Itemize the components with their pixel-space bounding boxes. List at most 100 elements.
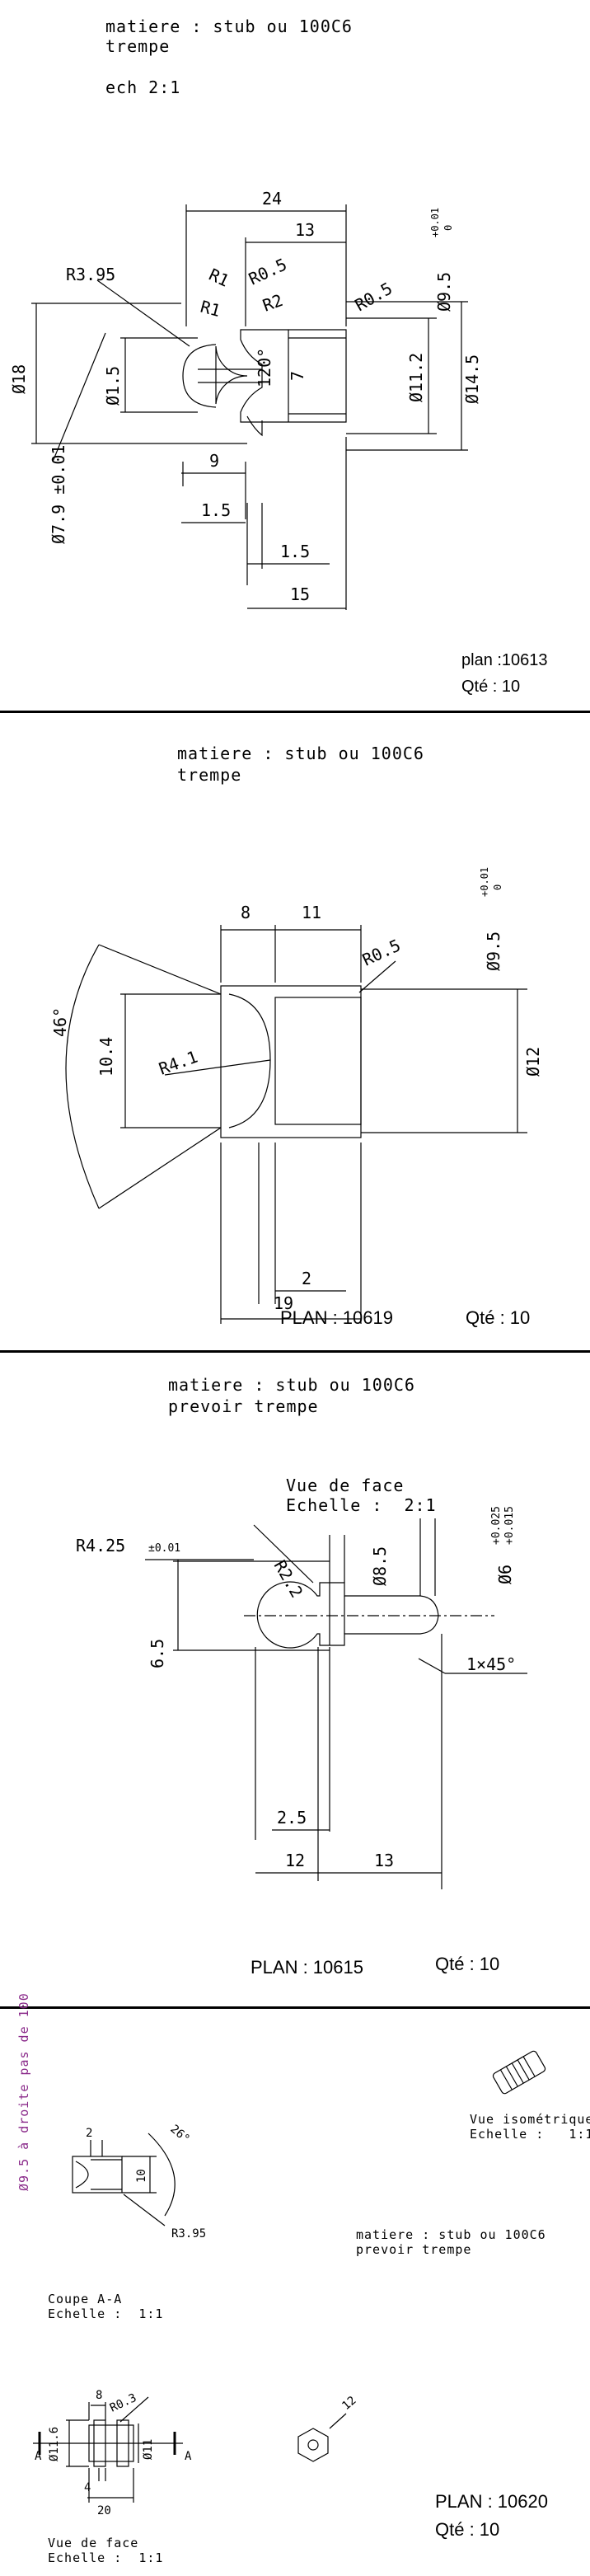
dim-120: 120° [255,348,274,387]
front-scale-label: Echelle : 1:1 [48,2550,164,2565]
dim-20: 20 [97,2504,111,2517]
part-drawing-10615: R4.25 ±0.01 R2.2 Ø8.5 Ø6 +0.025 +0.015 6… [76,1506,527,1889]
dim-d85: Ø8.5 [370,1546,390,1586]
dim-10: 10 [135,2169,148,2183]
dim-25: 2.5 [277,1808,307,1828]
dim-d112: Ø11.2 [406,353,426,402]
drawing-sheet-10620: Ø9.5 à droite pas de 100 Vue isométrique… [0,1992,590,2576]
quantity-label: Qté : 10 [435,1954,500,1974]
plan-number: PLAN : 10620 [435,2491,548,2512]
dim-d116: Ø11.6 [48,2427,61,2461]
dim-r1a: R1 [206,265,232,291]
dim-19: 19 [274,1293,293,1313]
dim-r03: R0.3 [108,2391,138,2415]
section-title: Coupe A-A [48,2292,123,2306]
dim-d6: Ø6 [495,1565,515,1584]
scale-note: ech 2:1 [105,77,181,97]
material-note: matiere : stub ou 100C6 [177,744,424,763]
dim-d95-tol: +0.01 [429,208,441,237]
dim-r425-tol: ±0.01 [148,1542,180,1555]
view-label: Vue de face [286,1476,405,1495]
scale-label: Echelle : 2:1 [286,1495,437,1515]
material-note: matiere : stub ou 100C6 [105,16,353,36]
dim-15b: 1.5 [201,500,231,520]
dim-13: 13 [374,1851,394,1870]
dim-2: 2 [86,2127,92,2140]
dim-24: 24 [262,189,282,209]
dim-d11: Ø11 [142,2439,155,2460]
part-outline [256,1581,439,1649]
dim-chamfer: 1×45° [466,1654,516,1674]
dim-d6-tol-b: +0.015 [503,1506,516,1545]
dim-d79: Ø7.9 ±0.01 [49,445,68,544]
dim-d95-tol-b: 0 [442,225,454,231]
treatment-note: trempe [105,36,171,56]
dim-46: 46° [50,1007,70,1037]
section-scale: Echelle : 1:1 [48,2306,164,2321]
plan-number: PLAN : 10619 [280,1307,393,1328]
dim-12: 12 [285,1851,305,1870]
treatment-note: prevoir trempe [168,1396,319,1416]
treatment-note: trempe [177,765,242,785]
dim-8: 8 [96,2389,102,2402]
sheet-divider [0,711,590,713]
drawing-sheet-10613: matiere : stub ou 100C6 trempe ech 2:1 [0,0,590,709]
dim-r425: R4.25 [76,1536,125,1555]
dim-d95-tol-b: 0 [492,884,503,890]
dim-d6-tol-a: +0.025 [490,1506,503,1545]
dim-r395: R3.95 [66,265,115,284]
part-drawing-10613: 24 13 R3.95 R1 R0.5 R1 R2 R0.5 Ø9.5 +0.0… [9,189,482,610]
dim-d18: Ø18 [9,364,29,394]
dim-8: 8 [241,903,251,922]
dim-4: 4 [84,2481,91,2494]
dim-d12: Ø12 [523,1047,543,1077]
section-outline [72,2156,123,2194]
dim-7: 7 [288,371,307,381]
treatment-note: prevoir trempe [356,2242,472,2257]
dim-r05b: R0.5 [352,278,396,315]
iso-view [492,2050,546,2095]
dim-r1b: R1 [199,297,222,321]
section-mark-a-left: A [35,2450,42,2463]
dim-2: 2 [302,1269,311,1288]
dim-9: 9 [209,451,219,471]
quantity-label: Qté : 10 [466,1307,531,1328]
dim-15: 15 [290,584,310,604]
dim-d145: Ø14.5 [462,354,482,404]
dim-d15a: Ø1.5 [103,366,123,406]
part-drawing-10619: 8 11 R0.5 Ø9.5 +0.01 0 46° 10.4 R4.1 Ø12… [50,867,543,1324]
material-note: matiere : stub ou 100C6 [356,2227,546,2242]
quantity-label: Qté : 10 [435,2519,500,2540]
sheet-divider [0,2006,590,2009]
front-view-label: Vue de face [48,2536,139,2550]
plan-number: PLAN : 10615 [251,1957,363,1978]
ball-head [215,345,248,405]
drawing-sheet-10615: matiere : stub ou 100C6 prevoir trempe V… [0,1354,590,2005]
dim-104: 10.4 [96,1037,116,1077]
iso-view-label: Vue isométrique [470,2112,590,2127]
dim-d95: Ø9.5 [484,931,503,971]
dim-11: 11 [302,903,321,922]
dim-r05: R0.5 [359,935,404,969]
part-outline [220,985,362,1138]
iso-scale-label: Echelle : 1:1 [470,2127,590,2142]
quantity-label: Qté : 10 [461,678,521,696]
material-note: matiere : stub ou 100C6 [168,1375,415,1395]
dim-r22: R2.2 [270,1557,307,1602]
part-drawing-10620: 2 26° 10 R3.95 8 R0.3 Ø11.6 4 Ø11 20 A A… [33,2050,546,2517]
sheet-divider [0,1350,590,1353]
dim-r05a: R0.5 [246,254,290,289]
part-outline [240,329,347,423]
dim-d95-tol: +0.01 [479,867,490,897]
dim-12: 12 [339,2394,358,2413]
dim-13: 13 [295,220,315,240]
dim-26: 26° [167,2123,192,2147]
dim-15c: 1.5 [280,542,310,561]
dim-r395: R3.95 [171,2227,206,2241]
drawing-sheet-10619: matiere : stub ou 100C6 trempe [0,714,590,1349]
dim-d95: Ø9.5 [434,272,454,312]
dim-r2: R2 [260,290,286,316]
end-view-hex [297,2428,329,2462]
dim-65: 6.5 [148,1639,167,1668]
dim-r41: R4.1 [157,1047,200,1079]
